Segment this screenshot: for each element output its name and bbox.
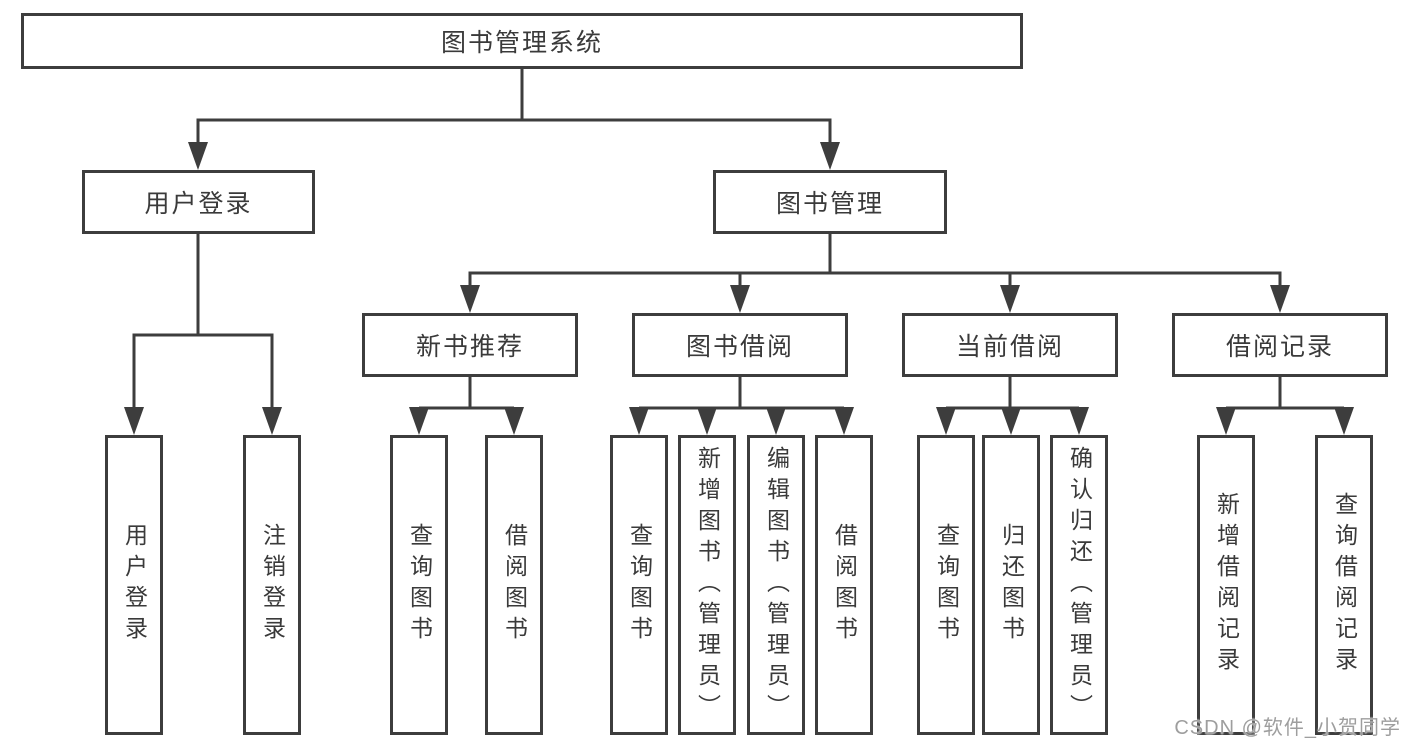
leaf-label: 编辑图书（管理员） — [763, 445, 790, 725]
leaf-records-add-record: 新增借阅记录 — [1197, 435, 1255, 735]
leaf-rec-borrow-books: 借阅图书 — [485, 435, 543, 735]
node-new-book-recommend: 新书推荐 — [362, 313, 578, 377]
leaf-borrow-edit-books-admin: 编辑图书（管理员） — [747, 435, 805, 735]
leaf-label: 查询图书 — [406, 523, 433, 647]
leaf-label: 注销登录 — [259, 523, 286, 647]
leaf-borrow-borrow-books: 借阅图书 — [815, 435, 873, 735]
node-current-borrow: 当前借阅 — [902, 313, 1118, 377]
node-root-system: 图书管理系统 — [21, 13, 1023, 69]
leaf-user-login: 用户登录 — [105, 435, 163, 735]
leaf-label: 查询图书 — [933, 523, 960, 647]
node-book-management: 图书管理 — [713, 170, 947, 234]
leaf-borrow-add-books-admin: 新增图书（管理员） — [678, 435, 736, 735]
leaf-label: 确认归还（管理员） — [1066, 445, 1093, 725]
leaf-current-query-books: 查询图书 — [917, 435, 975, 735]
arrowheads — [124, 142, 1354, 435]
leaf-label: 借阅图书 — [831, 523, 858, 647]
leaf-label: 新增借阅记录 — [1213, 492, 1240, 678]
leaf-label: 归还图书 — [998, 523, 1025, 647]
leaf-label: 用户登录 — [121, 523, 148, 647]
node-book-borrow: 图书借阅 — [632, 313, 848, 377]
leaf-label: 查询图书 — [626, 523, 653, 647]
node-borrow-records: 借阅记录 — [1172, 313, 1388, 377]
csdn-watermark: CSDN @软件_小贺同学 — [1174, 717, 1401, 739]
leaf-logout: 注销登录 — [243, 435, 301, 735]
leaf-label: 借阅图书 — [501, 523, 528, 647]
node-user-login: 用户登录 — [82, 170, 315, 234]
leaf-current-confirm-return-admin: 确认归还（管理员） — [1050, 435, 1108, 735]
leaf-records-query-record: 查询借阅记录 — [1315, 435, 1373, 735]
leaf-current-return-books: 归还图书 — [982, 435, 1040, 735]
leaf-label: 查询借阅记录 — [1331, 492, 1358, 678]
leaf-borrow-query-books: 查询图书 — [610, 435, 668, 735]
leaf-label: 新增图书（管理员） — [694, 445, 721, 725]
leaf-rec-query-books: 查询图书 — [390, 435, 448, 735]
